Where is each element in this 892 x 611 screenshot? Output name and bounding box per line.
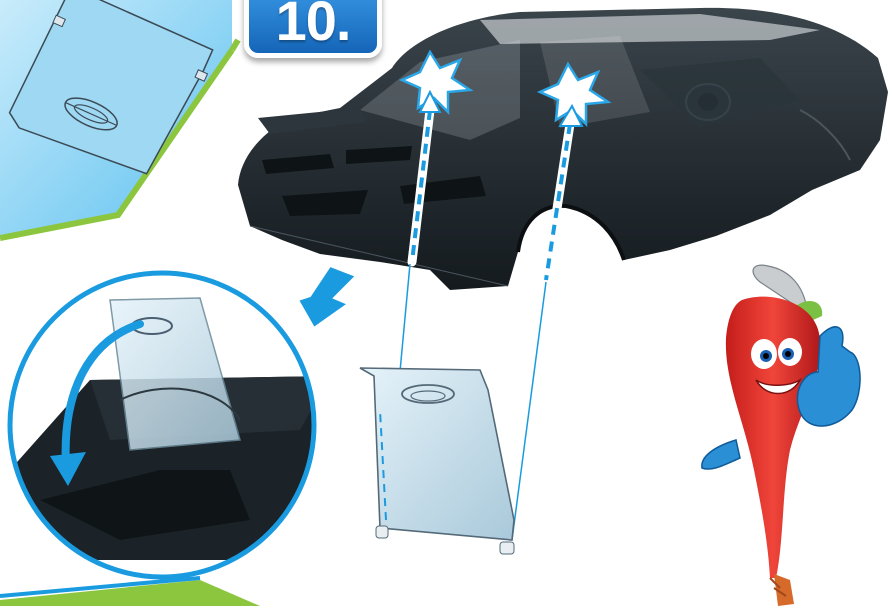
detail-inset [10,273,330,577]
step-number-label: 10. [276,0,351,49]
bottom-stripe [0,578,260,606]
chili-pepper-mascot-icon [702,265,860,606]
step-number-badge: 10. [244,0,382,58]
pointer-arrow-icon [298,266,356,328]
rear-window-panel-icon [360,368,514,554]
